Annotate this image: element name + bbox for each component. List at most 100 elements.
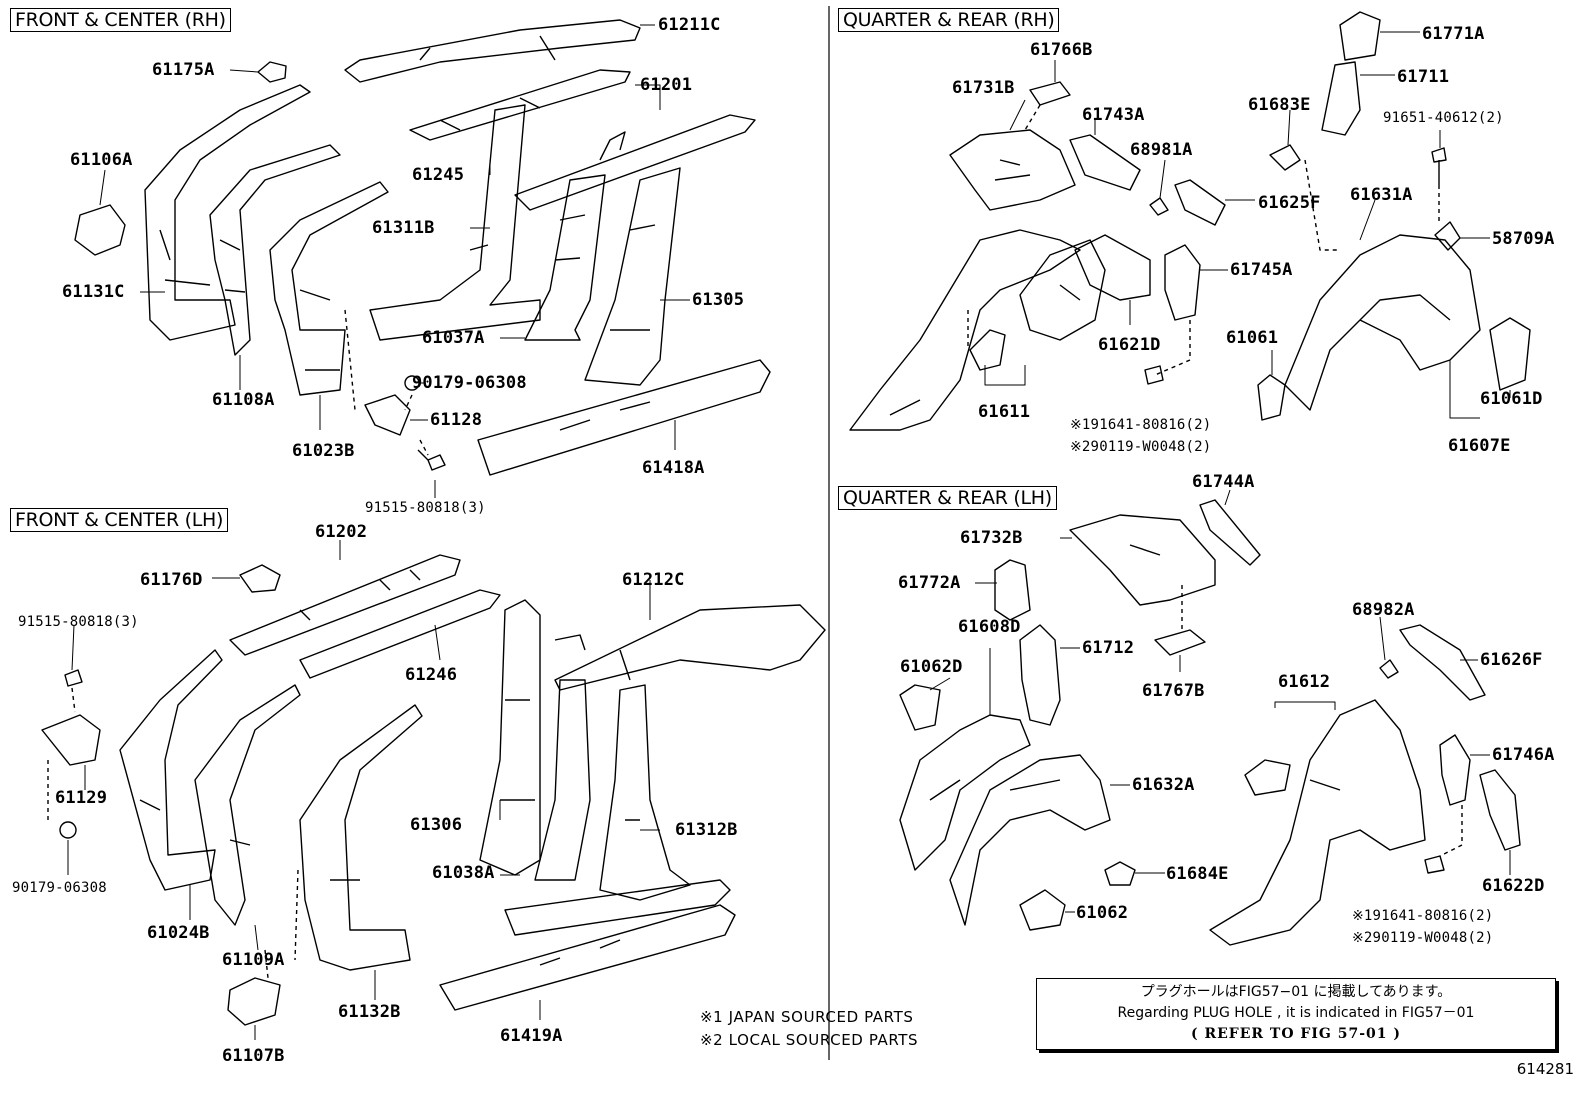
part-label-61306[interactable]: 61306 bbox=[410, 815, 463, 835]
part-label-61128[interactable]: 61128 bbox=[430, 410, 483, 430]
part-label-61175A[interactable]: 61175A bbox=[152, 60, 215, 80]
part-label-61202[interactable]: 61202 bbox=[315, 522, 368, 542]
part-61772A bbox=[994, 559, 1031, 621]
part-label-61106A[interactable]: 61106A bbox=[70, 150, 133, 170]
part-label-61684E[interactable]: 61684E bbox=[1166, 864, 1229, 884]
part-label-61711[interactable]: 61711 bbox=[1397, 67, 1450, 87]
part-label-61023B[interactable]: 61023B bbox=[292, 441, 355, 461]
part-label-61305[interactable]: 61305 bbox=[692, 290, 745, 310]
part-label-61626F[interactable]: 61626F bbox=[1480, 650, 1543, 670]
part-label-91641-80816-rh[interactable]: ※191641-80816(2) bbox=[1070, 417, 1212, 433]
part-label-68982A[interactable]: 68982A bbox=[1352, 600, 1415, 620]
legend-japan-sourced: ※1 JAPAN SOURCED PARTS bbox=[700, 1008, 914, 1026]
leader-dash-q-rh-b bbox=[1304, 159, 1440, 251]
part-label-61767B[interactable]: 61767B bbox=[1142, 681, 1205, 701]
part-61745A bbox=[1164, 244, 1201, 321]
part-61622D bbox=[1479, 769, 1521, 851]
part-label-61744A[interactable]: 61744A bbox=[1192, 472, 1255, 492]
part-label-61612[interactable]: 61612 bbox=[1278, 672, 1331, 692]
part-label-61772A[interactable]: 61772A bbox=[898, 573, 961, 593]
part-label-61732B[interactable]: 61732B bbox=[960, 528, 1023, 548]
part-label-61211C[interactable]: 61211C bbox=[658, 15, 721, 35]
part-label-61176D[interactable]: 61176D bbox=[140, 570, 203, 590]
part-label-61024B[interactable]: 61024B bbox=[147, 923, 210, 943]
leader-dash-q-lh-b bbox=[1439, 805, 1463, 857]
part-label-61245[interactable]: 61245 bbox=[412, 165, 465, 185]
part-61732B bbox=[1069, 514, 1216, 606]
part-label-91515-80818-rh[interactable]: 91515-80818(3) bbox=[365, 500, 486, 516]
part-label-61108A[interactable]: 61108A bbox=[212, 390, 275, 410]
part-label-91641-80816-lh[interactable]: ※191641-80816(2) bbox=[1352, 908, 1494, 924]
panel-title-quarter-rear-lh: QUARTER & REAR (LH) bbox=[838, 486, 1057, 510]
part-label-61625F[interactable]: 61625F bbox=[1258, 193, 1321, 213]
part-label-58709A[interactable]: 58709A bbox=[1492, 229, 1555, 249]
part-label-90119-W0048-lh[interactable]: ※290119-W0048(2) bbox=[1352, 930, 1494, 946]
part-label-91515-80818-lh[interactable]: 91515-80818(3) bbox=[18, 614, 139, 630]
part-61608D bbox=[899, 714, 1031, 871]
part-label-61766B[interactable]: 61766B bbox=[1030, 40, 1093, 60]
part-61625F bbox=[1174, 179, 1226, 226]
part-label-90119-W0048-rh[interactable]: ※290119-W0048(2) bbox=[1070, 439, 1212, 455]
part-61038A bbox=[534, 679, 591, 881]
part-90179-nut-a bbox=[404, 375, 420, 391]
part-label-61418A[interactable]: 61418A bbox=[642, 458, 705, 478]
leader-dash-lh-b bbox=[264, 869, 299, 979]
part-label-61038A[interactable]: 61038A bbox=[432, 863, 495, 883]
part-label-61131C[interactable]: 61131C bbox=[62, 282, 125, 302]
part-label-61062D[interactable]: 61062D bbox=[900, 657, 963, 677]
part-label-61731B[interactable]: 61731B bbox=[952, 78, 1015, 98]
part-61626F bbox=[1399, 624, 1486, 701]
part-61312B-sill bbox=[504, 879, 731, 936]
part-label-61746A[interactable]: 61746A bbox=[1492, 745, 1555, 765]
part-label-61683E[interactable]: 61683E bbox=[1248, 95, 1311, 115]
part-label-61745A[interactable]: 61745A bbox=[1230, 260, 1293, 280]
part-label-61771A[interactable]: 61771A bbox=[1422, 24, 1485, 44]
note-reference: ( REFER TO FIG 57-01 ) bbox=[1190, 1026, 1401, 1042]
part-label-68981A[interactable]: 68981A bbox=[1130, 140, 1193, 160]
part-61766B bbox=[1029, 81, 1071, 106]
part-61023B bbox=[269, 181, 389, 396]
note-english: Regarding PLUG HOLE , it is indicated in… bbox=[1117, 1005, 1475, 1021]
part-label-61037A[interactable]: 61037A bbox=[422, 328, 485, 348]
part-label-61611[interactable]: 61611 bbox=[978, 402, 1031, 422]
part-91515-bolt-a bbox=[417, 449, 446, 471]
part-61621D bbox=[1019, 239, 1106, 341]
part-61211C bbox=[344, 19, 641, 83]
part-label-90179-06308-rh[interactable]: 90179-06308 bbox=[412, 373, 527, 393]
part-label-61212C[interactable]: 61212C bbox=[622, 570, 685, 590]
part-label-61107B[interactable]: 61107B bbox=[222, 1046, 285, 1066]
part-label-61062[interactable]: 61062 bbox=[1076, 903, 1129, 923]
part-label-61712[interactable]: 61712 bbox=[1082, 638, 1135, 658]
part-label-90179-06308-lh[interactable]: 90179-06308 bbox=[12, 880, 107, 896]
part-label-61129[interactable]: 61129 bbox=[55, 788, 108, 808]
part-label-61608D[interactable]: 61608D bbox=[958, 617, 1021, 637]
leader-dash-rh-a bbox=[344, 309, 356, 411]
part-61312B bbox=[599, 684, 691, 901]
part-label-61311B[interactable]: 61311B bbox=[372, 218, 435, 238]
part-label-61632A[interactable]: 61632A bbox=[1132, 775, 1195, 795]
part-label-61621D[interactable]: 61621D bbox=[1098, 335, 1161, 355]
part-label-61132B[interactable]: 61132B bbox=[338, 1002, 401, 1022]
panel-title-quarter-rear-rh: QUARTER & REAR (RH) bbox=[838, 8, 1060, 32]
part-label-61312B[interactable]: 61312B bbox=[675, 820, 738, 840]
part-61305 bbox=[584, 167, 681, 386]
part-label-91651-40612[interactable]: 91651-40612(2) bbox=[1383, 110, 1504, 126]
part-label-61607E[interactable]: 61607E bbox=[1448, 436, 1511, 456]
part-label-61622D[interactable]: 61622D bbox=[1482, 876, 1545, 896]
part-label-61061[interactable]: 61061 bbox=[1226, 328, 1279, 348]
part-61131C bbox=[144, 84, 311, 341]
leader-lines-front-lh bbox=[67, 540, 660, 1040]
part-61612-bracket bbox=[1244, 759, 1291, 796]
part-label-61419A[interactable]: 61419A bbox=[500, 1026, 563, 1046]
part-61631A bbox=[1284, 234, 1481, 411]
part-label-61246[interactable]: 61246 bbox=[405, 665, 458, 685]
part-label-61201[interactable]: 61201 bbox=[640, 75, 693, 95]
part-61175A bbox=[257, 61, 287, 83]
part-label-61631A[interactable]: 61631A bbox=[1350, 185, 1413, 205]
panel-title-front-center-rh: FRONT & CENTER (RH) bbox=[10, 8, 231, 32]
part-label-61743A[interactable]: 61743A bbox=[1082, 105, 1145, 125]
part-label-61109A[interactable]: 61109A bbox=[222, 950, 285, 970]
part-label-61061D[interactable]: 61061D bbox=[1480, 389, 1543, 409]
part-61108A bbox=[209, 144, 341, 356]
